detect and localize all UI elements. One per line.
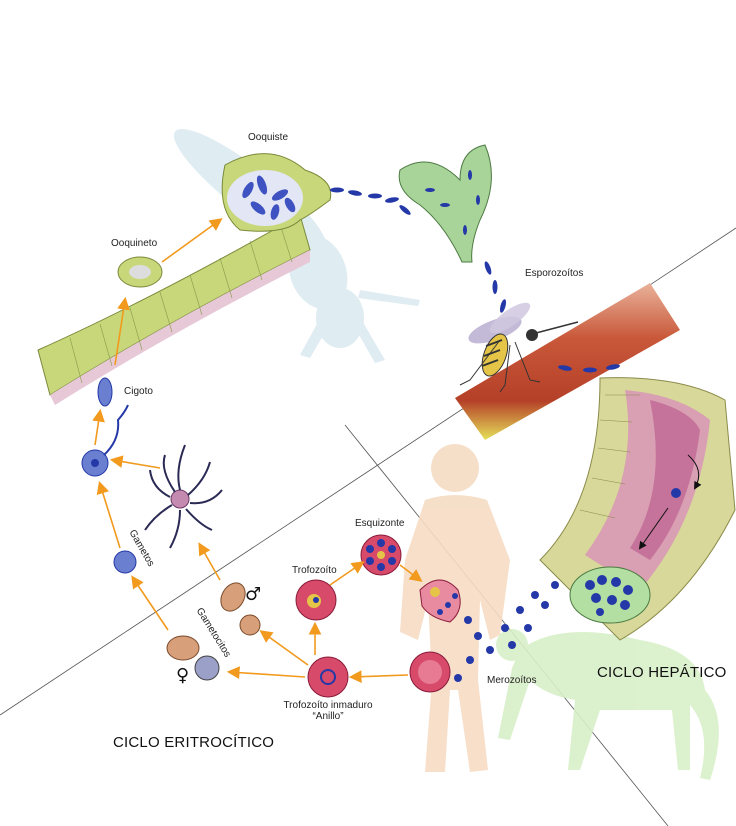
label-zygote: Cigoto [124, 386, 153, 397]
male-symbol: ♂ [245, 584, 262, 605]
label-sporozoites: Esporozoítos [525, 268, 584, 279]
label-merozoites: Merozoítos [487, 675, 537, 686]
mosquito [459, 302, 579, 393]
ookinete [117, 256, 163, 288]
sporozoite-trail [484, 261, 507, 313]
gametocytes [166, 582, 261, 681]
rupturing-rbc [419, 579, 461, 623]
gametes [113, 444, 223, 574]
salivary-gland [398, 144, 492, 263]
label-trophozoite: Trofozoíto [292, 565, 337, 576]
monkey-silhouette [496, 629, 719, 780]
zygote [81, 377, 129, 477]
title-erythrocytic-cycle: CICLO ERITROCÍTICO [113, 734, 275, 751]
female-symbol: ♀ [176, 665, 190, 686]
ring-trophozoite [307, 656, 349, 698]
oocyst [221, 153, 332, 232]
released-sporozoites [330, 187, 411, 215]
midgut-epithelium [37, 214, 311, 405]
sporozoites-to-liver [558, 364, 620, 373]
cycle-arrows [92, 218, 423, 684]
human-silhouette [400, 444, 510, 772]
label-oocyst: Ooquiste [248, 132, 289, 143]
title-hepatic-cycle: CICLO HEPÁTICO [597, 664, 727, 681]
label-ring: “Anillo” [312, 711, 344, 722]
label-ookinete: Ooquineto [111, 238, 158, 249]
skin-vessel [455, 283, 680, 440]
label-schizont: Esquizonte [355, 518, 405, 529]
erythrocytic-schizont [360, 534, 402, 576]
liver-schizont [569, 566, 651, 624]
merozoites-released [454, 581, 559, 682]
trophozoite [295, 579, 337, 621]
label-immature-trophozoite: Trofozoíto inmaduro [283, 700, 373, 711]
rbc-merozoite [409, 651, 451, 693]
